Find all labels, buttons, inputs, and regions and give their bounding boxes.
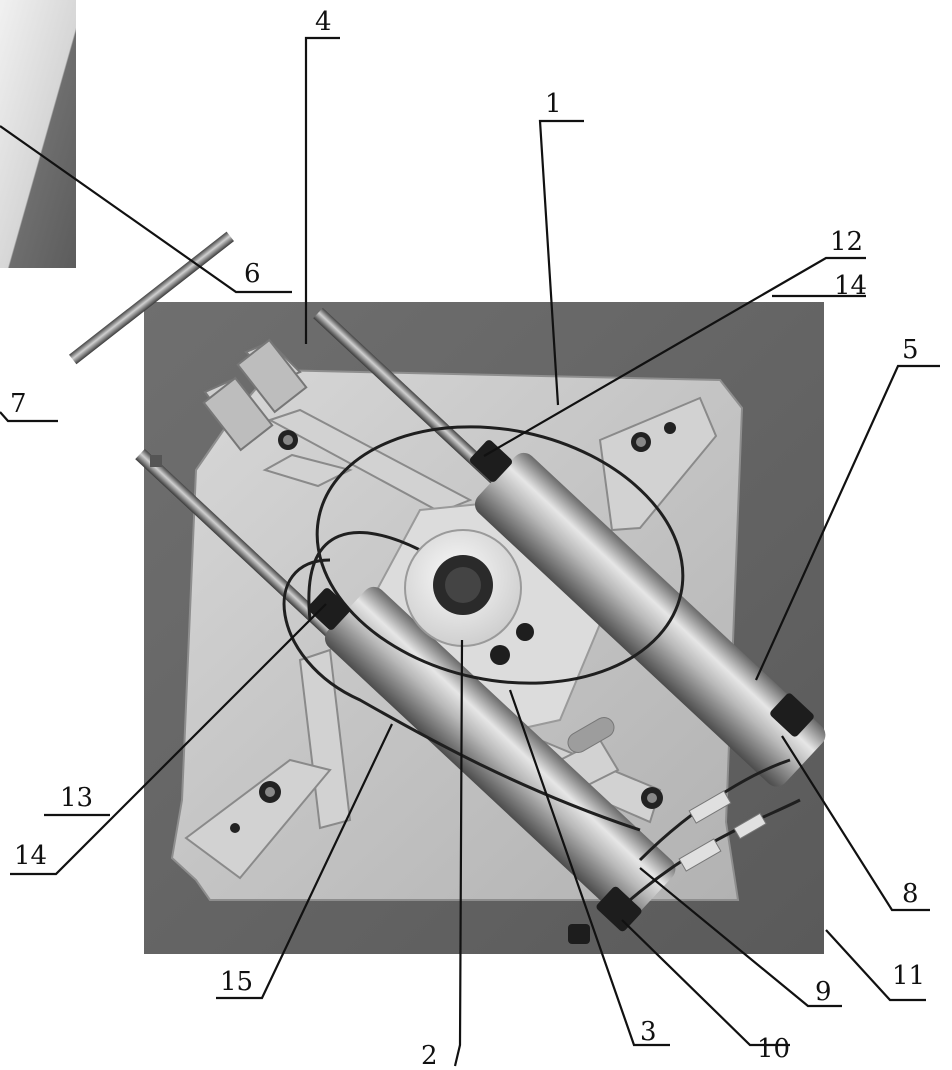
leader-2 [453, 639, 464, 1067]
leader-7 [0, 411, 58, 423]
leader-4 [304, 36, 340, 344]
leader-10 [621, 919, 790, 1047]
leader-5 [754, 364, 940, 681]
device-photo [69, 231, 826, 954]
callout-14a: 14 [834, 271, 867, 301]
cylinder-lower [324, 586, 676, 921]
callout-11: 11 [892, 961, 925, 991]
callout-3: 3 [640, 1017, 657, 1047]
leader-6 [0, 125, 292, 294]
callout-13: 13 [60, 783, 93, 813]
callout-2: 2 [421, 1041, 438, 1070]
cable-ties [678, 790, 767, 872]
clamp-blocks [202, 338, 308, 452]
leader-3 [508, 689, 670, 1047]
leader-1 [538, 119, 584, 406]
leader-15 [216, 723, 393, 1000]
callout-10: 10 [757, 1034, 790, 1064]
cylinder-upper [474, 452, 826, 787]
callout-4: 4 [315, 7, 332, 37]
end-brackets [307, 440, 814, 944]
leader-9 [639, 867, 842, 1008]
leader-14b [10, 603, 327, 876]
leader-8 [781, 735, 930, 912]
callout-12: 12 [830, 227, 863, 257]
callout-14b: 14 [14, 841, 47, 871]
pivot-bolts [230, 422, 676, 833]
callout-9: 9 [815, 977, 832, 1007]
leader-12 [483, 256, 866, 457]
leader-11 [825, 929, 926, 1002]
callout-5: 5 [902, 335, 919, 365]
callout-8: 8 [902, 879, 919, 909]
callout-15: 15 [220, 967, 253, 997]
callout-labels: 1 2 3 4 5 6 7 8 9 10 11 12 13 14 14 15 [10, 7, 925, 1070]
callout-6: 6 [244, 259, 261, 289]
callout-1: 1 [545, 89, 562, 119]
leader-lines [0, 36, 940, 1067]
callout-7: 7 [10, 389, 27, 419]
